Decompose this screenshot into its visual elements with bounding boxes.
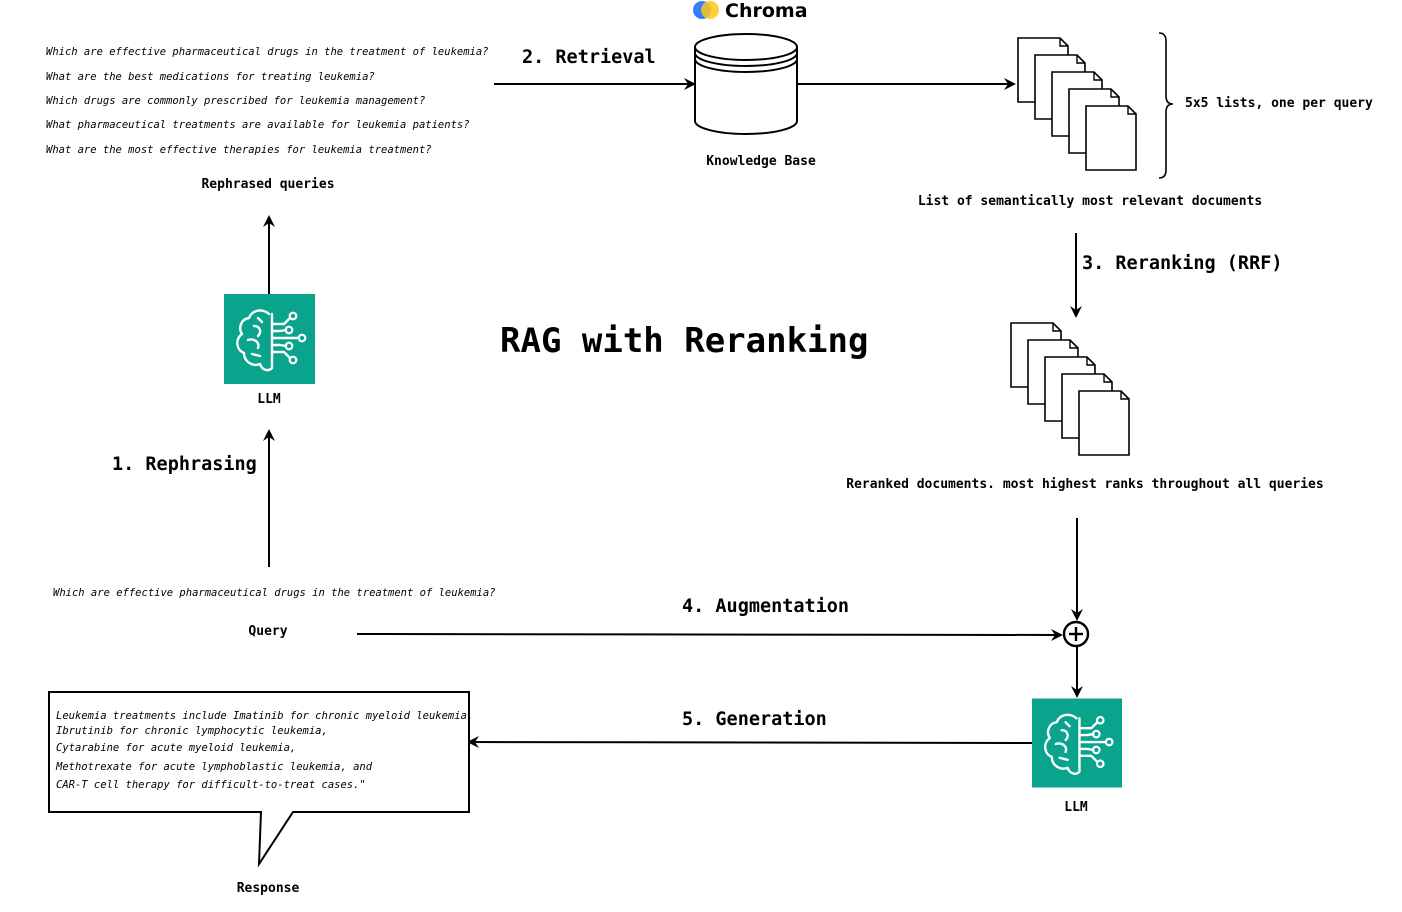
response-line: Leukemia treatments include Imatinib for… [56,710,474,722]
step-retrieval: 2. Retrieval [522,47,656,68]
chroma-logo-icon [693,1,719,19]
response-line: Methotrexate for acute lymphoblastic leu… [56,761,373,773]
rephrased-queries-label: Rephrased queries [201,177,335,192]
relevant-docs-label: List of semantically most relevant docum… [917,194,1263,209]
document-page [1085,105,1137,171]
rephrased-query: What are the best medications for treati… [46,71,375,83]
llm-brain-circuit-icon [1032,698,1122,793]
query-text: Which are effective pharmaceutical drugs… [53,587,496,599]
diagram-title: RAG with Reranking [500,321,869,361]
rephrased-query: What pharmaceutical treatments are avail… [46,119,470,131]
response-line: CAR-T cell therapy for difficult-to-trea… [56,779,366,791]
chroma-label: Chroma [725,0,808,22]
database-cylinder-icon [694,33,798,135]
response-line: Ibrutinib for chronic lymphocytic leukem… [56,725,328,737]
rephrased-query: Which are effective pharmaceutical drugs… [46,46,489,58]
document-page [1078,390,1130,456]
query-label: Query [248,624,288,639]
arrow-llm-to-response [467,736,1033,749]
response-label: Response [236,881,300,896]
llm-label: LLM [257,392,281,407]
brace-note: 5x5 lists, one per query [1185,96,1373,111]
document-stack-icon [1017,37,1137,171]
llm-brain-circuit-icon [224,294,315,389]
brace-icon [1158,32,1174,179]
document-stack-icon [1010,322,1130,456]
llm-label: LLM [1064,800,1088,815]
step-augmentation: 4. Augmentation [682,596,850,617]
step-rephrasing: 1. Rephrasing [112,454,257,475]
reranked-docs-label: Reranked documents. most highest ranks t… [846,477,1324,492]
rephrased-query: What are the most effective therapies fo… [46,144,432,156]
plus-circle-icon [1062,620,1090,648]
step-generation: 5. Generation [682,709,827,730]
arrow-query-to-plus [356,628,1063,641]
rephrased-query: Which drugs are commonly prescribed for … [46,95,426,107]
speech-bubble-icon [48,691,470,868]
response-line: Cytarabine for acute myeloid leukemia, [56,742,297,754]
knowledge-base-label: Knowledge Base [706,154,816,169]
step-reranking: 3. Reranking (RRF) [1082,253,1283,274]
